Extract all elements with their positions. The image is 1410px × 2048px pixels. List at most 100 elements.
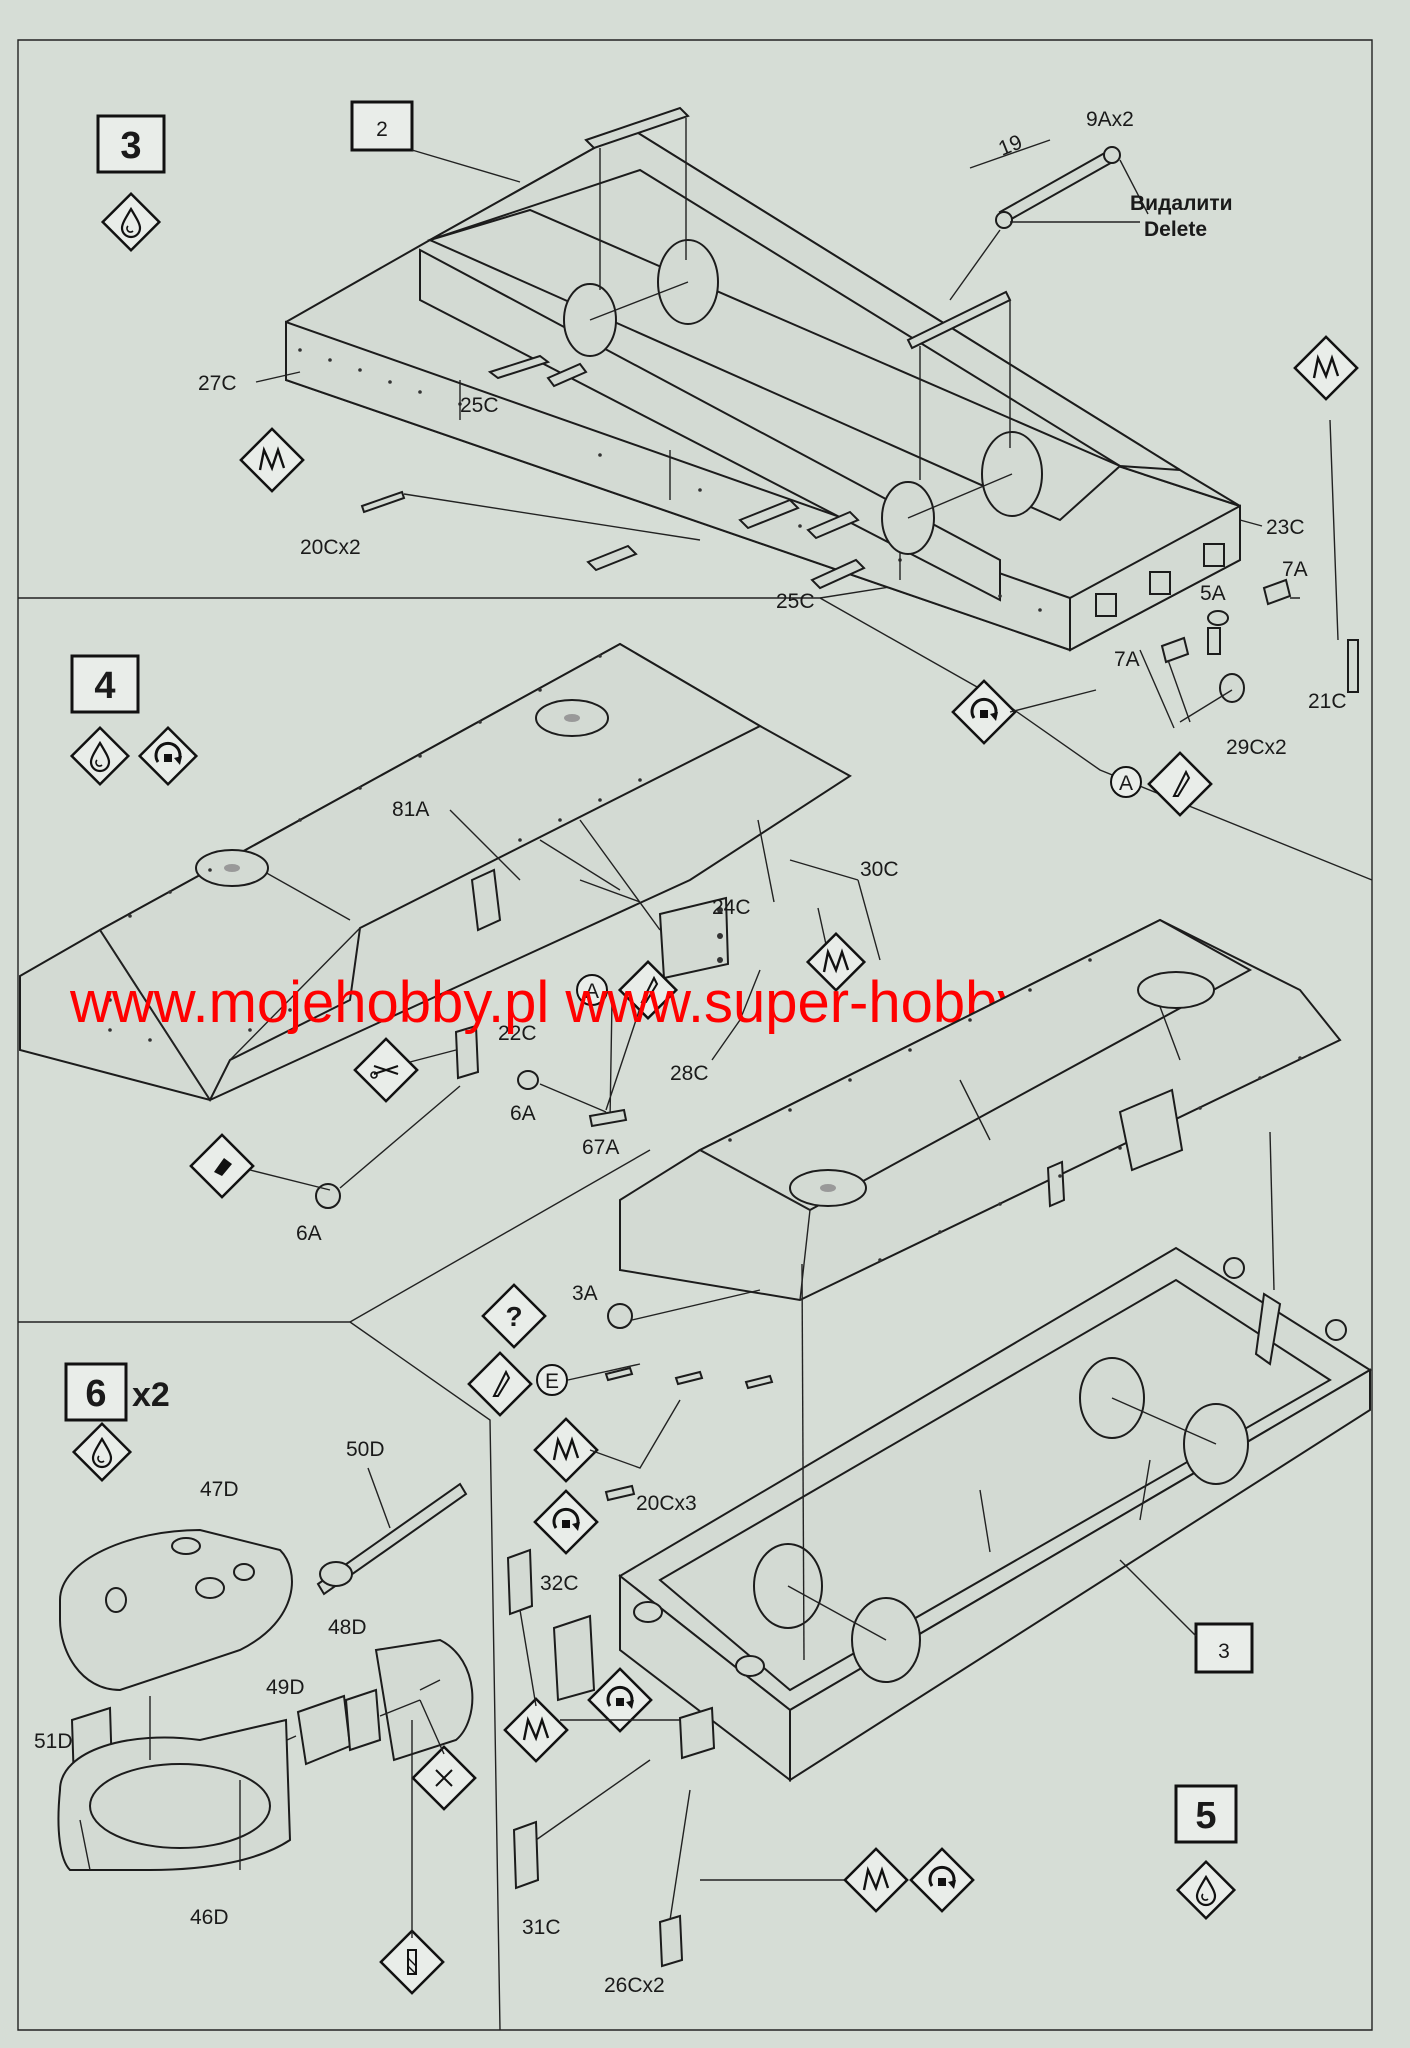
svg-text:E: E: [545, 1370, 559, 1393]
zigzag-flex-icon-4: [805, 931, 867, 993]
label-20C-x3: 20Cx3: [636, 1492, 697, 1515]
delete-en: Delete: [1144, 218, 1207, 241]
label-5A: 5A: [1200, 582, 1226, 605]
svg-text:A: A: [1119, 772, 1133, 795]
part-9A: [995, 146, 1121, 229]
svg-text:?: ?: [505, 1301, 522, 1332]
label-48D: 48D: [328, 1616, 367, 1639]
rotate-view-icon-5: [533, 1489, 599, 1555]
part-25C-b: [738, 498, 860, 540]
part-21C: [1347, 639, 1359, 693]
step-3-number: 3: [120, 125, 141, 167]
zigzag-flex-icon-5: [533, 1417, 599, 1483]
rotate-view-icon-4: [137, 725, 199, 787]
part-7A-b: [1160, 636, 1190, 664]
label-24C: 24C: [712, 896, 751, 919]
label-28C: 28C: [670, 1062, 709, 1085]
part-32C: [506, 1548, 534, 1616]
wheel-pair-rear: [881, 431, 1043, 555]
part-20C-x3: [604, 1366, 774, 1502]
question-icon: ?: [481, 1283, 547, 1349]
label-23C: 23C: [1266, 516, 1305, 539]
label-25C-b: 25C: [776, 590, 815, 613]
roof-81A: [19, 642, 852, 1103]
ref-part-3: 3: [1218, 1640, 1230, 1663]
turret-top-47D: [59, 1528, 293, 1692]
label-81A: 81A: [392, 798, 429, 821]
rotate-view-icon: [951, 679, 1017, 745]
roof-assembled: [619, 918, 1342, 1302]
step-4-number: 4: [94, 665, 115, 707]
label-51D: 51D: [34, 1730, 73, 1753]
wheel-pair-front: [563, 239, 719, 357]
callout-A: A: [1110, 766, 1142, 798]
step-6-number: 6: [85, 1373, 106, 1415]
part-25C-a: [487, 354, 588, 388]
part-5A: [1207, 610, 1229, 655]
step-5-number: 5: [1195, 1795, 1216, 1837]
step-6: 6 x2 47D 50D 48D 49D 51D: [34, 1362, 477, 1995]
part-26C: [658, 1914, 684, 1968]
label-27C: 27C: [198, 372, 237, 395]
part-29C: [1219, 673, 1245, 703]
label-20C-x2: 20Cx2: [300, 536, 361, 559]
zigzag-flex-icon-5b: [503, 1697, 569, 1763]
knife-icon-5: [467, 1351, 533, 1417]
label-7A-b: 7A: [1114, 648, 1140, 671]
label-67A: 67A: [582, 1136, 619, 1159]
part-mid-plate: [678, 1706, 716, 1760]
step-5: 5 4: [467, 918, 1372, 1997]
paint-icon: [189, 1133, 255, 1199]
label-31C: 31C: [522, 1916, 561, 1939]
part-67A: [588, 1108, 628, 1128]
end-plate-23C: [1095, 543, 1225, 617]
glue-drop-icon-6: [71, 1421, 133, 1483]
axle-plate-top: [584, 106, 690, 150]
label-29C-x2: 29Cx2: [1226, 736, 1287, 759]
knife-icon: [1147, 751, 1213, 817]
label-50D: 50D: [346, 1438, 385, 1461]
callout-E: E: [536, 1364, 568, 1396]
label-7A-a: 7A: [1282, 558, 1308, 581]
chassis-assembled: [618, 1246, 1372, 1783]
zigzag-flex-icon: [239, 427, 305, 493]
step-3-box: [96, 114, 166, 174]
chassis-tray: [285, 126, 1241, 652]
knife-icon-4: [617, 959, 679, 1021]
part-25C-c: [586, 544, 866, 590]
part-3A: [607, 1303, 633, 1329]
label-6A-a: 6A: [510, 1102, 536, 1125]
label-22C: 22C: [498, 1022, 537, 1045]
part-7A-a: [1262, 578, 1292, 606]
step-3: 3 2: [96, 100, 1359, 817]
scissors-icon: [353, 1037, 419, 1103]
part-6A-b: [315, 1183, 341, 1209]
part-31C: [512, 1820, 540, 1890]
label-3A: 3A: [572, 1282, 598, 1305]
zigzag-flex-icon-5c: [843, 1847, 909, 1913]
part-22C: [454, 1024, 480, 1080]
label-21C: 21C: [1308, 690, 1347, 713]
glue-spread-icon: [411, 1745, 477, 1811]
label-26C-x2: 26Cx2: [604, 1974, 665, 1997]
barrel-50D: [316, 1482, 468, 1596]
label-46D: 46D: [190, 1906, 229, 1929]
label-6A-b: 6A: [296, 1222, 322, 1245]
step-4: 4 81A: [19, 642, 899, 1245]
part-6A-a: [517, 1070, 539, 1090]
sand-icon: [379, 1929, 445, 1995]
glue-drop-icon-4: [69, 725, 131, 787]
glue-drop-icon-5: [1175, 1859, 1237, 1921]
callout-A-4: A: [576, 974, 608, 1006]
dim-19: 19: [995, 131, 1025, 161]
label-49D: 49D: [266, 1676, 305, 1699]
mantlet-48D: [374, 1638, 474, 1762]
rotate-view-icon-5c: [909, 1847, 975, 1913]
label-32C: 32C: [540, 1572, 579, 1595]
part-20C: [360, 490, 406, 514]
delete-ua: Видалити: [1130, 192, 1233, 215]
step-6-multiplier: x2: [132, 1376, 170, 1414]
rotate-view-icon-5b: [587, 1667, 653, 1733]
label-47D: 47D: [200, 1478, 239, 1501]
